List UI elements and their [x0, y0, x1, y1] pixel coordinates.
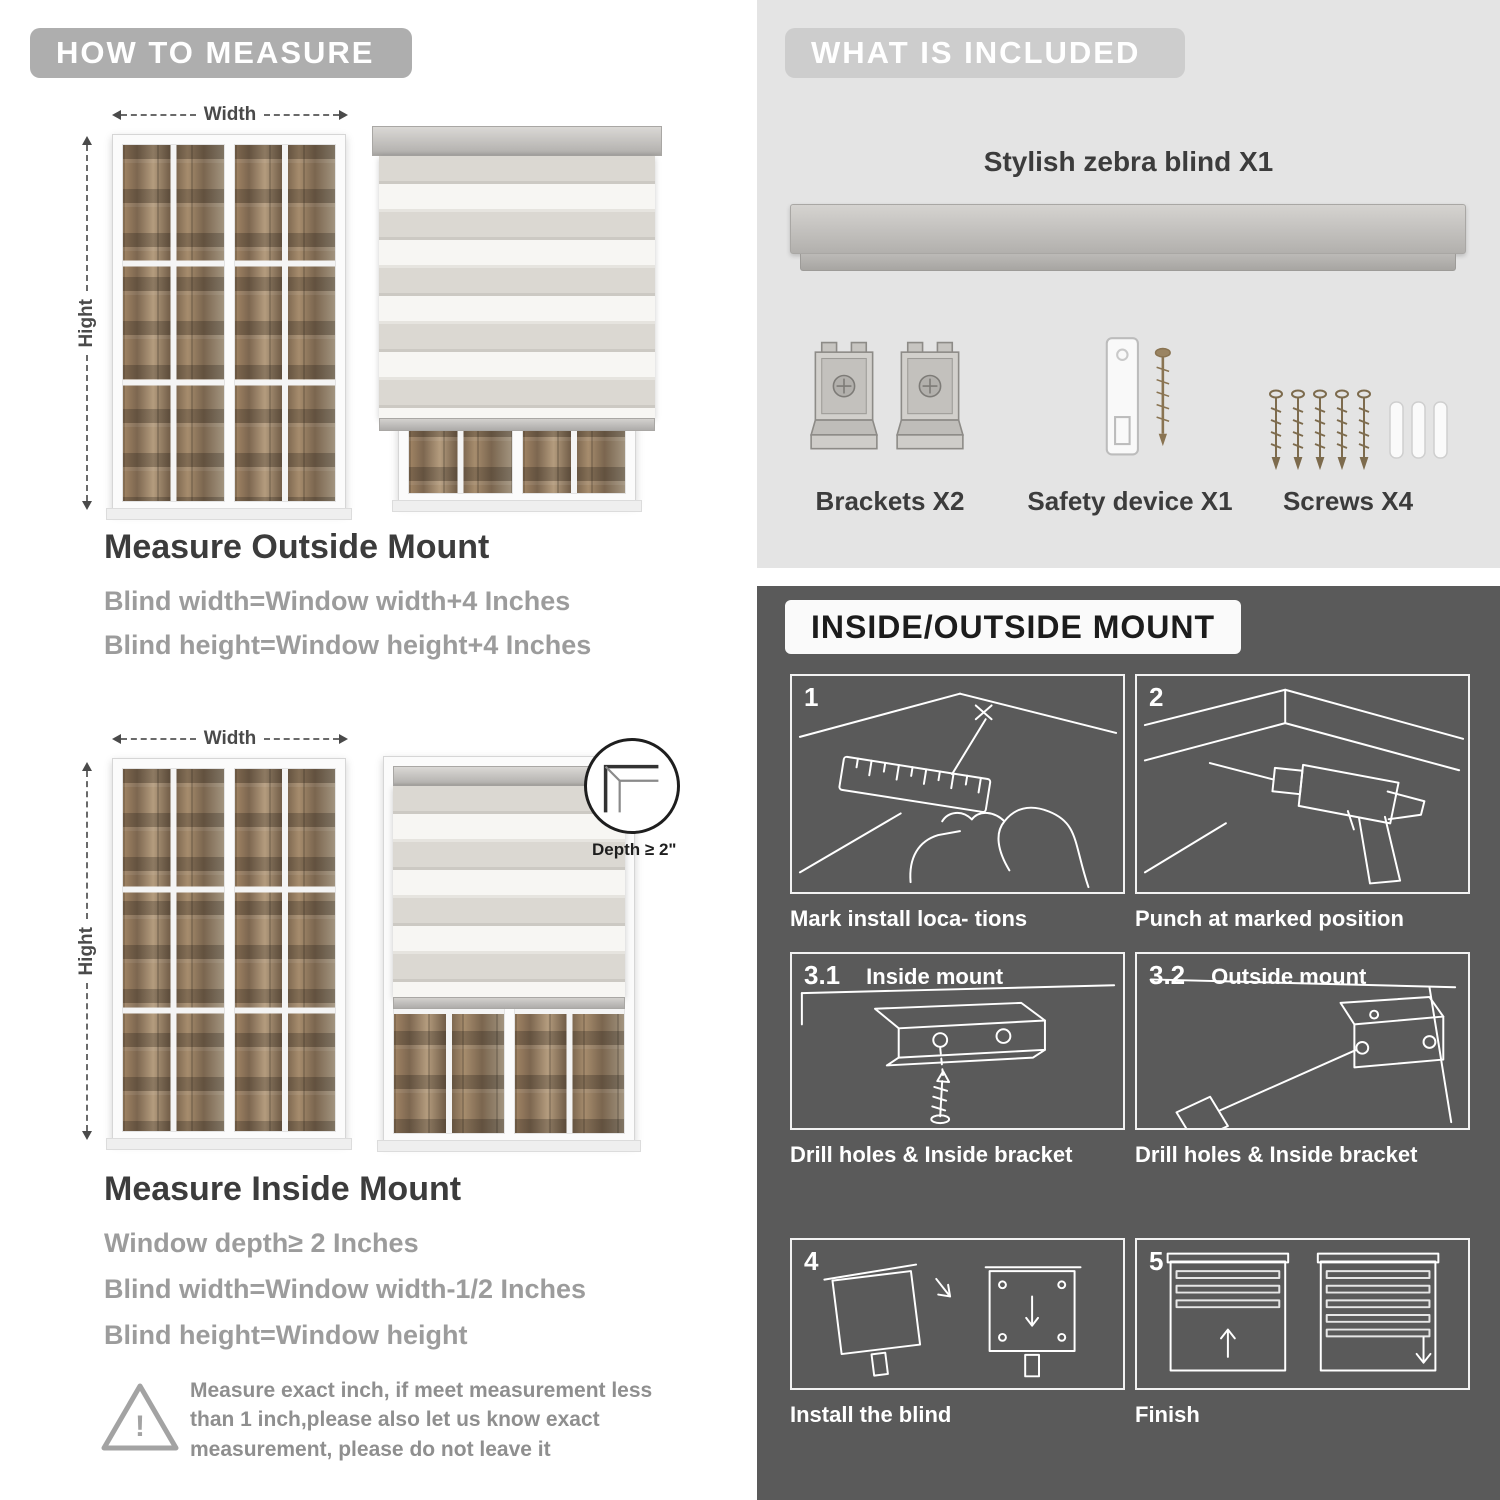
dashed-line	[86, 771, 88, 919]
window-sill	[377, 1140, 641, 1152]
arrow-up-icon	[82, 762, 92, 771]
zebra-blind-outside-illustration	[372, 126, 662, 512]
headrail-lip	[800, 254, 1456, 271]
arrow-right-icon	[339, 734, 348, 744]
inside-mount-title: Measure Inside Mount	[104, 1170, 462, 1208]
step-1-panel: 1	[790, 674, 1125, 894]
what-is-included-section: WHAT IS INCLUDED Stylish zebra blind X1	[757, 0, 1500, 568]
outside-bracket-drawing	[1149, 978, 1457, 1128]
install-blind-drawing	[823, 1263, 1082, 1378]
window-casement	[122, 144, 225, 502]
zebra-blind-headrail	[790, 204, 1466, 271]
drill-drawing	[1143, 688, 1465, 885]
brackets-icon	[809, 338, 969, 468]
dashed-line	[264, 738, 339, 740]
step-1-caption: Mark install loca- tions	[790, 906, 1028, 931]
arrow-left-icon	[112, 110, 121, 120]
step-3-1-panel: 3.1 Inside mount	[790, 952, 1125, 1130]
width-label: Width	[203, 104, 257, 125]
window-sill	[392, 500, 642, 512]
step-number: 1	[804, 682, 819, 712]
step-4-caption: Install the blind	[790, 1402, 952, 1427]
step-2-panel: 2	[1135, 674, 1470, 894]
exclamation-mark: !	[135, 1410, 145, 1443]
height-label: Hight	[76, 298, 97, 348]
blind-bottom-rail	[379, 418, 655, 431]
step-3-2-panel: 3.2 Outside mount	[1135, 952, 1470, 1130]
arrow-left-icon	[112, 734, 121, 744]
finish-drawing	[1166, 1252, 1440, 1372]
dashed-line	[86, 145, 88, 291]
dashed-line	[86, 355, 88, 502]
height-measure-arrow-inside: Hight	[76, 762, 98, 1141]
how-to-measure-banner: HOW TO MEASURE	[30, 28, 412, 78]
mount-section-title: INSIDE/OUTSIDE MOUNT	[811, 608, 1216, 645]
width-label: Width	[203, 728, 257, 749]
step-mode-label: Outside mount	[1211, 964, 1367, 989]
blind-cassette	[372, 126, 662, 156]
step-4-panel: 4	[790, 1238, 1125, 1390]
arrow-right-icon	[339, 110, 348, 120]
dashed-line	[121, 738, 196, 740]
what-is-included-title: WHAT IS INCLUDED	[811, 35, 1141, 70]
width-measure-arrow-outside: Width	[112, 104, 348, 126]
window-sill	[106, 508, 352, 520]
zebra-blind-inside-illustration	[377, 756, 641, 1152]
dashed-line	[121, 114, 196, 116]
blind-bottom-rail	[393, 997, 625, 1010]
arrow-up-icon	[82, 136, 92, 145]
width-measure-arrow-inside: Width	[112, 728, 348, 750]
brackets-label: Brackets X2	[815, 486, 965, 516]
step-2-caption: Punch at marked position	[1135, 906, 1404, 931]
dashed-line	[264, 114, 339, 116]
window-casement	[233, 144, 336, 502]
what-is-included-banner: WHAT IS INCLUDED	[785, 28, 1185, 78]
inside-mounted-blind	[393, 766, 625, 1010]
step-number: 3.1	[804, 960, 841, 990]
warning-triangle-icon: !	[98, 1380, 182, 1454]
step-number: 5	[1149, 1246, 1164, 1276]
step-5-panel: 5	[1135, 1238, 1470, 1390]
step-number: 4	[804, 1246, 819, 1276]
window-casement	[233, 768, 336, 1132]
outside-rule-height: Blind height=Window height+4 Inches	[104, 630, 592, 660]
headrail-top	[790, 204, 1466, 254]
inside-rule-width: Blind width=Window width-1/2 Inches	[104, 1274, 587, 1304]
dashed-line	[86, 983, 88, 1132]
safety-device-icon	[1085, 334, 1195, 469]
window-corner-icon	[603, 764, 659, 813]
safety-device-label: Safety device X1	[1027, 486, 1233, 516]
inside-bracket-drawing	[800, 984, 1116, 1125]
window-illustration-inside	[106, 758, 352, 1150]
height-measure-arrow-outside: Hight	[76, 136, 98, 511]
outside-rule-width: Blind width=Window width+4 Inches	[104, 586, 571, 616]
zebra-stripes	[393, 786, 625, 998]
arrow-down-icon	[82, 1131, 92, 1141]
step-3-1-caption: Drill holes & Inside bracket	[790, 1142, 1073, 1167]
inside-rule-height: Blind height=Window height	[104, 1320, 468, 1350]
depth-callout-circle	[584, 738, 680, 834]
zebra-stripes	[379, 156, 655, 418]
window-illustration-outside	[106, 134, 352, 520]
window-casement	[122, 768, 225, 1132]
product-label: Stylish zebra blind X1	[983, 146, 1274, 177]
inside-rule-depth: Window depth≥ 2 Inches	[104, 1228, 419, 1258]
warning-text: Measure exact inch, if meet measurement …	[190, 1379, 653, 1461]
depth-note: Depth ≥ 2"	[592, 840, 677, 859]
step-3-2-caption: Drill holes & Inside bracket	[1135, 1142, 1418, 1167]
step-5-caption: Finish	[1135, 1402, 1200, 1427]
screws-icon	[1262, 384, 1452, 479]
arrow-down-icon	[82, 501, 92, 511]
how-to-measure-title: HOW TO MEASURE	[56, 35, 375, 70]
step-mode-label: Inside mount	[866, 964, 1004, 989]
step-number: 2	[1149, 682, 1164, 712]
mount-section-banner: INSIDE/OUTSIDE MOUNT	[785, 600, 1242, 654]
mark-locations-drawing	[798, 692, 1118, 889]
step-number: 3.2	[1149, 960, 1186, 990]
height-label: Hight	[76, 926, 97, 976]
inside-outside-mount-section: INSIDE/OUTSIDE MOUNT 1 2	[757, 586, 1500, 1500]
window-sill	[106, 1138, 352, 1150]
outside-mount-title: Measure Outside Mount	[104, 528, 490, 566]
screws-label: Screws X4	[1282, 486, 1414, 516]
